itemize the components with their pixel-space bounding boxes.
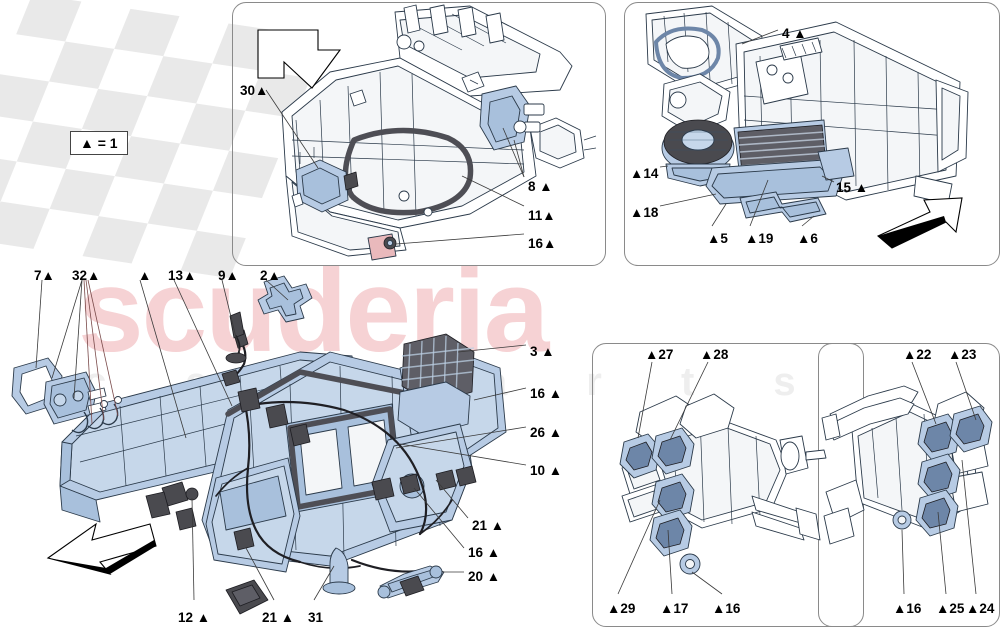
callout-23: ▲23 bbox=[948, 347, 977, 362]
callout-9: 9▲ bbox=[218, 268, 239, 283]
callout-7: 7▲ bbox=[34, 268, 55, 283]
callout-28: ▲28 bbox=[700, 347, 729, 362]
callout-11: 11▲ bbox=[528, 208, 556, 223]
callout-29: ▲29 bbox=[607, 601, 636, 616]
callout-8: 8 ▲ bbox=[528, 179, 553, 194]
callout-30: 30▲ bbox=[240, 83, 269, 98]
view-arrow-up-right-icon bbox=[876, 197, 963, 249]
callout-32: 32▲ bbox=[72, 268, 101, 283]
callout-16-top-left: 16▲ bbox=[528, 236, 557, 251]
callout-31: 31 bbox=[308, 610, 324, 625]
callout-16-main-lower: 16 ▲ bbox=[468, 545, 501, 560]
callout-6: ▲6 bbox=[797, 231, 818, 246]
callout-20: 20 ▲ bbox=[468, 569, 501, 584]
callout-12: 12 ▲ bbox=[178, 610, 211, 625]
callout-14: ▲14 bbox=[630, 166, 659, 181]
callout-21-bottom: 21 ▲ bbox=[262, 610, 295, 625]
callout-25: ▲25 bbox=[936, 601, 965, 616]
callout-4: 4 ▲ bbox=[782, 26, 807, 41]
callout-16-bot-right: ▲16 bbox=[893, 601, 922, 616]
callout-17: ▲17 bbox=[660, 601, 689, 616]
callout-16-bot-left: ▲16 bbox=[712, 601, 741, 616]
callout-27: ▲27 bbox=[645, 347, 674, 362]
view-arrow-up-left-icon bbox=[46, 522, 157, 575]
callout-triangle-only: ▲ bbox=[138, 268, 152, 283]
callout-21-right: 21 ▲ bbox=[472, 518, 505, 533]
callout-3: 3 ▲ bbox=[530, 344, 555, 359]
callout-10: 10 ▲ bbox=[530, 463, 563, 478]
callout-22: ▲22 bbox=[903, 347, 932, 362]
view-arrow-down-right-icon bbox=[257, 29, 342, 89]
callout-24: ▲24 bbox=[966, 601, 995, 616]
callout-16-main-upper: 16 ▲ bbox=[530, 386, 563, 401]
callout-19: ▲19 bbox=[745, 231, 774, 246]
callout-18: ▲18 bbox=[630, 205, 659, 220]
legend-triangle-equals-one: ▲ = 1 bbox=[70, 131, 128, 155]
callout-15: 15 ▲ bbox=[836, 180, 869, 195]
callout-13: 13▲ bbox=[168, 268, 197, 283]
callout-5: ▲5 bbox=[707, 231, 728, 246]
callout-2: 2▲ bbox=[260, 268, 281, 283]
panel-evaporator-housing-detail bbox=[232, 2, 606, 266]
callout-26: 26 ▲ bbox=[530, 425, 563, 440]
